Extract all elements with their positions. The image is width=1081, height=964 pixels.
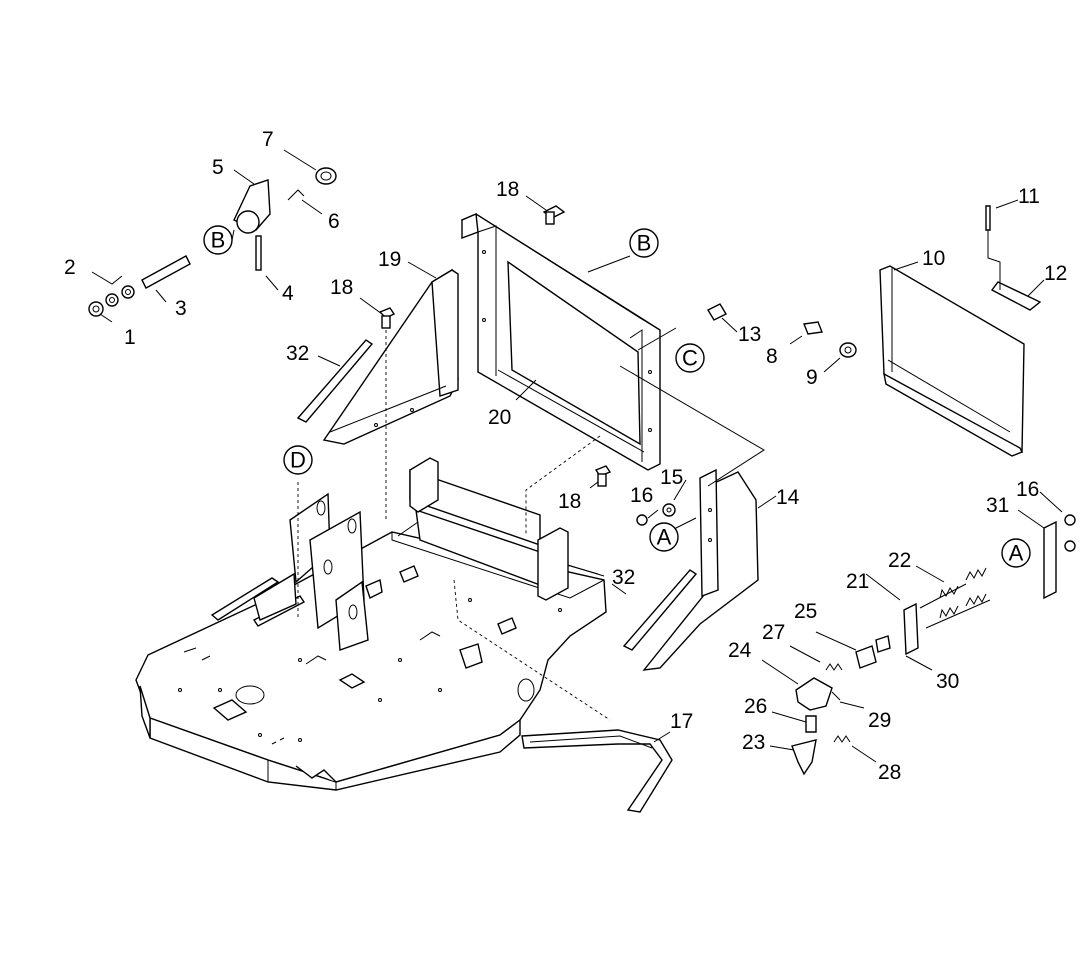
handle-17 — [521, 729, 673, 813]
part-label-25: 25 — [794, 600, 817, 623]
part-label-28: 28 — [878, 761, 901, 784]
callout-a-right: A — [1001, 538, 1031, 568]
part-label-22: 22 — [888, 549, 911, 572]
part-label-2: 2 — [64, 256, 76, 279]
part-label-27: 27 — [762, 621, 785, 644]
lid-panel-10 — [879, 265, 1025, 457]
part-label-18-left: 18 — [330, 276, 353, 299]
foam-strip-32-left — [296, 339, 374, 423]
assembly-guide-lines — [297, 327, 765, 721]
part-label-32-left: 32 — [286, 342, 309, 365]
svg-text:C: C — [682, 346, 698, 371]
part-label-21: 21 — [846, 570, 869, 593]
part-label-29: 29 — [868, 709, 891, 732]
callout-a-center: A — [649, 522, 679, 552]
part-numbers: 1 2 3 4 5 6 7 8 9 10 11 12 13 14 15 16 1… — [64, 128, 1067, 784]
base-frame — [135, 457, 607, 791]
part-label-26: 26 — [744, 695, 767, 718]
svg-text:A: A — [657, 525, 672, 550]
part-label-4: 4 — [282, 282, 294, 305]
spring-latch-assembly — [791, 514, 1076, 776]
part-label-15: 15 — [660, 466, 683, 489]
part-label-5: 5 — [212, 156, 224, 179]
callout-b-left: B — [203, 225, 233, 255]
part-label-19: 19 — [378, 248, 401, 271]
part-label-18-top: 18 — [496, 178, 519, 201]
part-label-16-center: 16 — [630, 484, 653, 507]
part-label-9: 9 — [806, 366, 818, 389]
part-label-8: 8 — [766, 345, 778, 368]
part-label-17: 17 — [670, 710, 693, 733]
callout-d: D — [283, 445, 313, 475]
part-label-31: 31 — [986, 494, 1009, 517]
part-label-20: 20 — [488, 406, 511, 429]
foam-strip-32-right — [622, 569, 698, 651]
screws-18 — [378, 205, 1042, 526]
part-label-16-right: 16 — [1016, 478, 1039, 501]
svg-text:D: D — [290, 448, 306, 473]
part-label-24: 24 — [728, 639, 752, 662]
part-label-13: 13 — [738, 323, 761, 346]
callout-c: C — [675, 343, 705, 373]
part-label-10: 10 — [922, 247, 945, 270]
part-label-23: 23 — [742, 731, 765, 754]
part-label-6: 6 — [328, 210, 340, 233]
svg-text:B: B — [211, 228, 226, 253]
part-label-11: 11 — [1018, 185, 1040, 208]
svg-text:A: A — [1009, 541, 1024, 566]
part-label-32-right: 32 — [612, 566, 635, 589]
part-label-18-bottom: 18 — [558, 490, 581, 513]
part-label-12: 12 — [1044, 262, 1067, 285]
callout-b-right: B — [629, 228, 659, 258]
part-label-1: 1 — [124, 326, 136, 349]
side-panel-19 — [322, 268, 459, 445]
part-label-7: 7 — [262, 128, 274, 151]
svg-text:B: B — [637, 231, 652, 256]
part-label-3: 3 — [175, 297, 187, 320]
part-label-14: 14 — [776, 486, 800, 509]
shaft-assembly — [88, 167, 337, 317]
panel-frame-20 — [460, 212, 661, 471]
side-panel-14 — [642, 468, 759, 671]
part-label-30: 30 — [936, 670, 959, 693]
leader-lines — [91, 149, 1063, 763]
